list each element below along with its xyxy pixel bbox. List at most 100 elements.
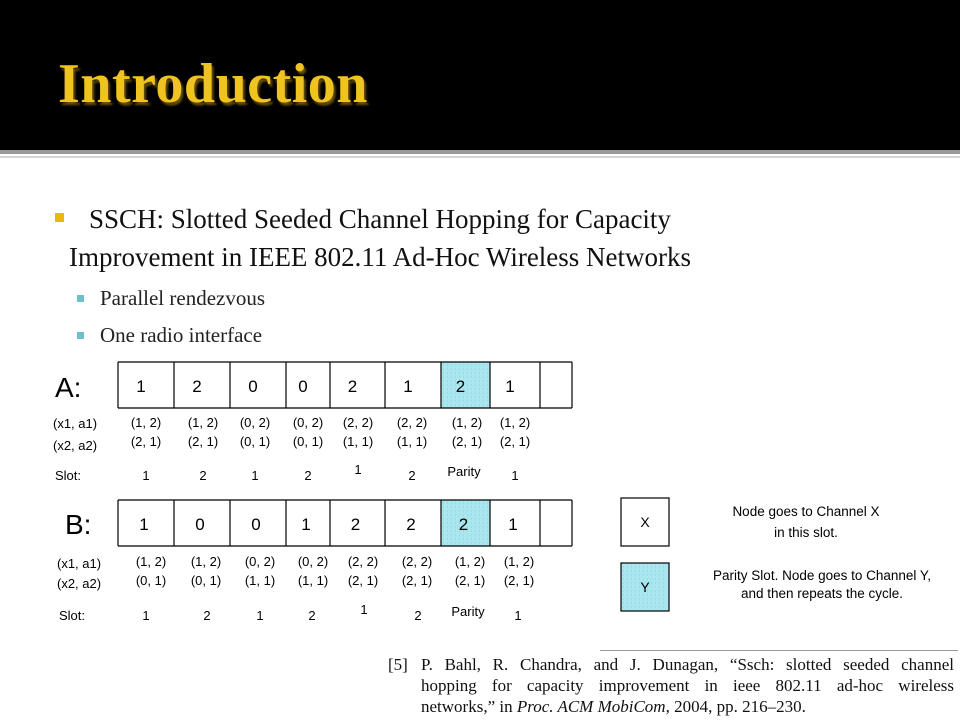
seed-pair-top: (0, 2) (245, 554, 275, 569)
channel-number: 2 (192, 377, 201, 396)
seed-pair-bottom: (0, 1) (136, 573, 166, 588)
reference-body: P. Bahl, R. Chandra, and J. Dunagan, “Ss… (421, 654, 954, 717)
node-label: B: (65, 509, 91, 540)
seed-pair-top: (2, 2) (348, 554, 378, 569)
pair-label-x2-a2: (x2, a2) (53, 438, 97, 453)
reference-line-3-post: , 2004, pp. 216–230. (665, 697, 806, 716)
seed-pair-top: (1, 2) (455, 554, 485, 569)
channel-number: 1 (301, 515, 310, 534)
sub-bullet-parallel-rendezvous: Parallel rendezvous (77, 285, 265, 311)
seed-pair-bottom: (2, 1) (402, 573, 432, 588)
slot-value: 2 (308, 608, 315, 623)
reference-line-2: hopping for capacity improvement in ieee… (421, 676, 954, 695)
reference-venue: Proc. ACM MobiCom (516, 697, 666, 716)
seed-pair-top: (1, 2) (500, 415, 530, 430)
seed-pair-top: (0, 2) (298, 554, 328, 569)
channel-number: 2 (459, 515, 468, 534)
parity-cell-fill (441, 362, 490, 408)
channel-number: 1 (403, 377, 412, 396)
seed-pair-bottom: (1, 1) (343, 434, 373, 449)
sub-bullet-one-radio: One radio interface (77, 322, 262, 348)
pair-label-x1-a1: (x1, a1) (57, 556, 101, 571)
slot-value: 2 (408, 468, 415, 483)
main-bullet-line-1: SSCH: Slotted Seeded Channel Hopping for… (89, 204, 671, 234)
slot-value: 2 (199, 468, 206, 483)
channel-number: 2 (456, 377, 465, 396)
seed-pair-bottom: (2, 1) (452, 434, 482, 449)
legend-box-x (620, 497, 670, 547)
seed-pair-bottom: (0, 1) (191, 573, 221, 588)
square-bullet-icon (77, 294, 84, 302)
seed-pair-top: (2, 2) (343, 415, 373, 430)
slot-value: 2 (304, 468, 311, 483)
slot-value: 1 (511, 468, 518, 483)
seed-pair-top: (1, 2) (188, 415, 218, 430)
slot-label: Slot: (59, 608, 85, 623)
slot-value: 1 (514, 608, 521, 623)
seed-pair-top: (1, 2) (452, 415, 482, 430)
seed-pair-bottom: (2, 1) (188, 434, 218, 449)
legend-box-letter: X (640, 514, 650, 530)
pair-label-x2-a2: (x2, a2) (57, 576, 101, 591)
channel-number: 0 (251, 515, 260, 534)
legend-text-line-1: Node goes to Channel X (732, 504, 879, 519)
reference-rule (600, 650, 958, 651)
channel-number: 1 (505, 377, 514, 396)
seed-pair-top: (1, 2) (504, 554, 534, 569)
channel-number: 1 (508, 515, 517, 534)
slide-title: Introduction (58, 53, 368, 115)
seed-pair-bottom: (1, 1) (245, 573, 275, 588)
legend-text-line-2: and then repeats the cycle. (741, 586, 903, 601)
legend-box-letter: Y (640, 579, 650, 595)
title-separator (0, 150, 960, 154)
seed-pair-top: (2, 2) (397, 415, 427, 430)
reference-line-3-pre: networks,” in (421, 697, 517, 716)
seed-pair-bottom: (2, 1) (348, 573, 378, 588)
seed-pair-bottom: (0, 1) (293, 434, 323, 449)
seed-pair-top: (1, 2) (131, 415, 161, 430)
sub-bullet-text: Parallel rendezvous (100, 286, 266, 310)
seed-pair-top: (0, 2) (240, 415, 270, 430)
seed-pair-top: (0, 2) (293, 415, 323, 430)
seed-pair-bottom: (2, 1) (131, 434, 161, 449)
channel-number: 2 (351, 515, 360, 534)
legend-text-line-1: Parity Slot. Node goes to Channel Y, (713, 568, 931, 583)
slot-value: 1 (256, 608, 263, 623)
slot-value: 2 (203, 608, 210, 623)
channel-number: 2 (406, 515, 415, 534)
seed-pair-bottom: (1, 1) (298, 573, 328, 588)
square-bullet-icon (77, 331, 84, 339)
slot-value: Parity (451, 604, 485, 619)
sub-bullet-text: One radio interface (100, 323, 263, 347)
seed-pair-top: (1, 2) (136, 554, 166, 569)
seed-pair-top: (2, 2) (402, 554, 432, 569)
title-separator-light (0, 156, 960, 158)
pair-label-x1-a1: (x1, a1) (53, 416, 97, 431)
seed-pair-bottom: (2, 1) (500, 434, 530, 449)
slot-value: 1 (354, 462, 361, 477)
legend-text-line-2: in this slot. (774, 525, 838, 540)
square-bullet-icon (55, 213, 64, 222)
slot-value: 1 (360, 602, 367, 617)
channel-number: 0 (248, 377, 257, 396)
seed-pair-top: (1, 2) (191, 554, 221, 569)
title-bar (0, 0, 960, 150)
channel-number: 1 (139, 515, 148, 534)
seed-pair-bottom: (2, 1) (455, 573, 485, 588)
channel-number: 2 (348, 377, 357, 396)
slot-value: 2 (414, 608, 421, 623)
parity-cell-fill (441, 500, 490, 546)
slot-value: Parity (447, 464, 481, 479)
slot-value: 1 (142, 608, 149, 623)
channel-number: 0 (298, 377, 307, 396)
slot-label: Slot: (55, 468, 81, 483)
legend-box-y (620, 562, 670, 612)
reference-line-3: networks,” in Proc. ACM MobiCom, 2004, p… (421, 696, 954, 717)
reference-tag: [5] (388, 655, 408, 674)
slot-value: 1 (142, 468, 149, 483)
channel-number: 1 (136, 377, 145, 396)
reference-line-1: P. Bahl, R. Chandra, and J. Dunagan, “Ss… (421, 655, 954, 674)
node-label: A: (55, 372, 81, 403)
seed-pair-bottom: (0, 1) (240, 434, 270, 449)
